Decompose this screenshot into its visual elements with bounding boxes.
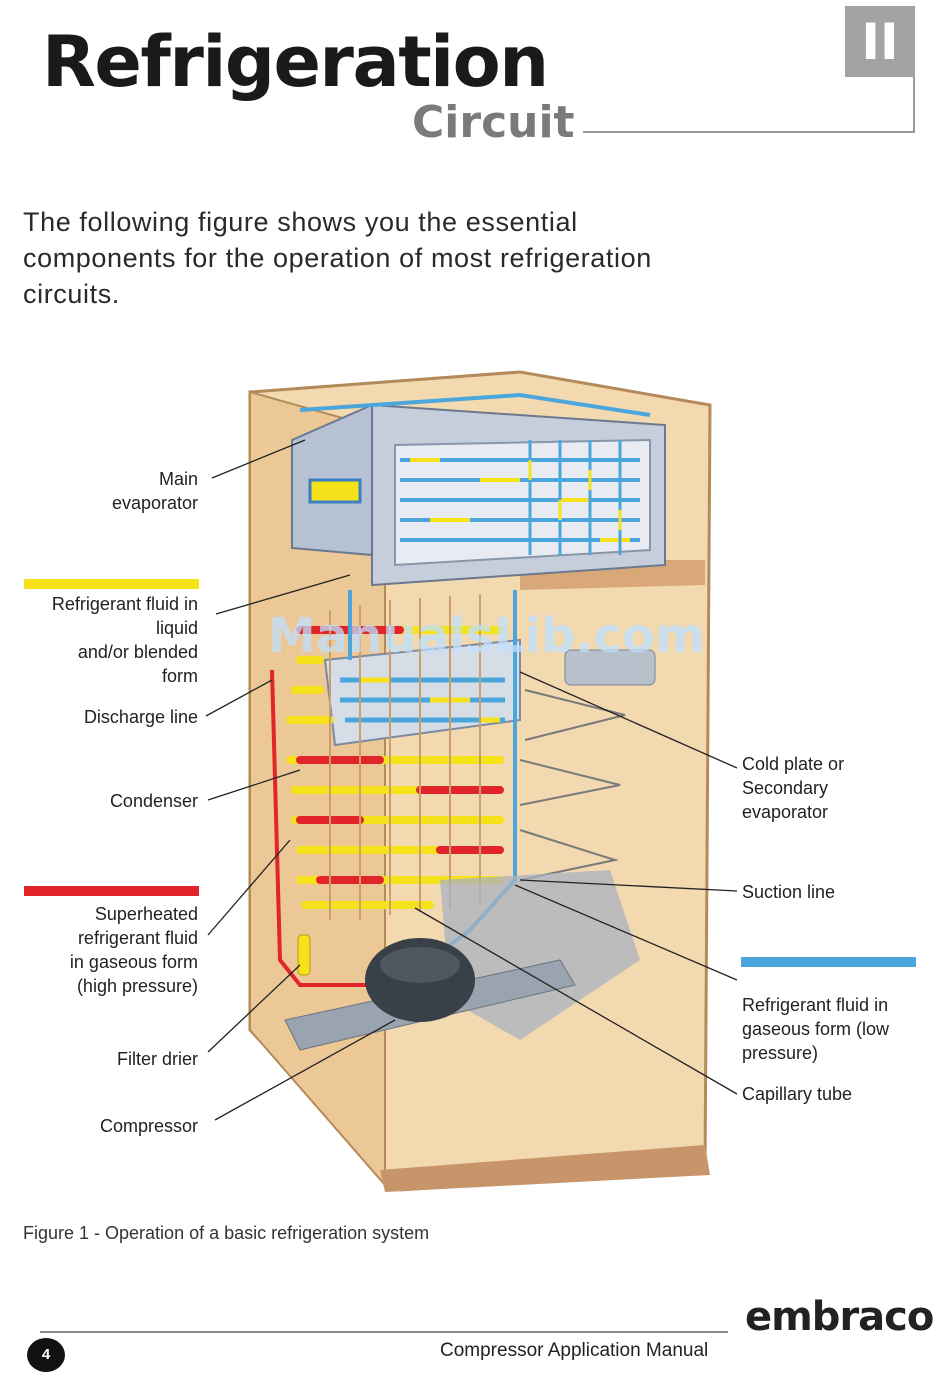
compressor-top (380, 947, 460, 983)
legend-bar-low-pressure (741, 957, 916, 967)
chapter-badge: II (845, 6, 915, 77)
condenser-wires (329, 594, 481, 920)
legend-bar-liquid (24, 579, 199, 589)
leader-lines (205, 439, 738, 1121)
watermark: ManualsLib.com (268, 608, 705, 664)
page-number-badge: 4 (27, 1338, 65, 1372)
label-compressor: Compressor (99, 1116, 198, 1136)
filter-drier (297, 934, 311, 976)
fridge-shelves (519, 689, 626, 881)
label-low-pressure-legend: Refrigerant fluid in gaseous form (low p… (742, 995, 890, 1063)
label-condenser: Condenser (109, 791, 198, 811)
label-discharge-line: Discharge line (83, 707, 198, 727)
subtitle-rule (583, 131, 915, 133)
figure-caption: Figure 1 - Operation of a basic refriger… (23, 1223, 430, 1243)
interior-light (564, 649, 656, 686)
brand-logo: embraco (745, 1294, 934, 1340)
label-superheated-legend: Superheated refrigerant fluid in gaseous… (69, 904, 198, 996)
label-suction-line: Suction line (742, 882, 836, 902)
label-main-evaporator: Main evaporator (111, 469, 198, 513)
page-subtitle: Circuit (412, 97, 575, 148)
label-capillary-tube: Capillary tube (742, 1084, 853, 1104)
page-title: Refrigeration (42, 21, 549, 103)
evaporator-opening (394, 438, 651, 567)
label-cold-plate: Cold plate or Secondary evaporator (742, 754, 845, 822)
label-filter-drier: Filter drier (116, 1049, 198, 1069)
evaporator-label-plate (308, 478, 362, 504)
footer-rule (40, 1331, 728, 1333)
footer-manual-title: Compressor Application Manual (440, 1340, 709, 1361)
label-liquid-legend: Refrigerant fluid in liquid and/or blend… (51, 594, 198, 686)
subtitle-rule-vertical (913, 77, 915, 133)
evaporator-tubing (299, 392, 651, 555)
discharge-line (270, 669, 370, 987)
legend-bar-superheated (24, 886, 199, 896)
intro-paragraph: The following figure shows you the essen… (23, 207, 652, 309)
fridge-base (380, 1145, 710, 1192)
